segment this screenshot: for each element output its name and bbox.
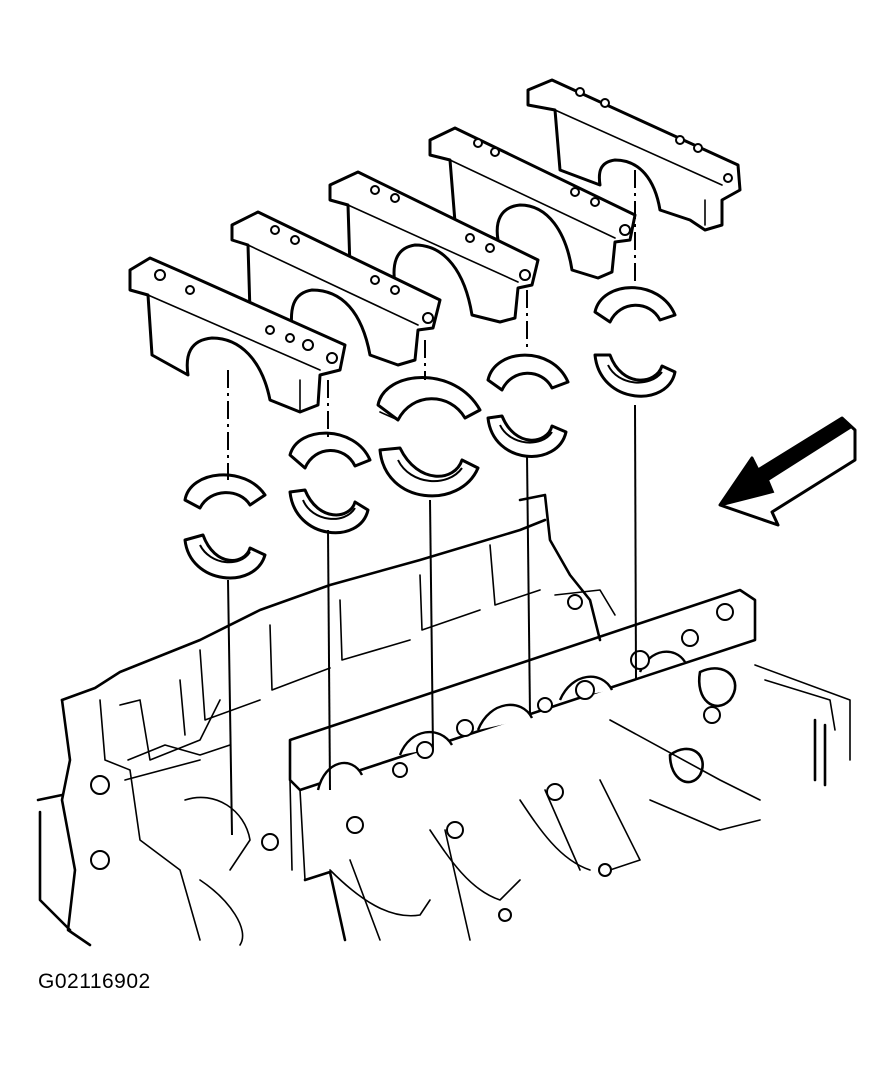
- bearing-cap-5: [526, 78, 742, 232]
- bearing-shell-set-5: [593, 286, 677, 398]
- bearing-shell-set-2: [288, 431, 372, 535]
- figure-id-label: G02116902: [38, 970, 151, 993]
- bearing-caps: [128, 78, 742, 414]
- bearing-cap-4: [428, 126, 637, 280]
- engine-block: [36, 493, 851, 947]
- bearing-shell-set-1: [183, 473, 267, 580]
- bearing-cap-1: [128, 256, 347, 414]
- bearing-shell-set-3: [376, 376, 482, 498]
- bearing-shell-set-4: [486, 353, 570, 458]
- arrow-down-left-icon: [718, 416, 857, 527]
- bearing-shells: [183, 286, 677, 580]
- alignment-lines: [227, 170, 637, 836]
